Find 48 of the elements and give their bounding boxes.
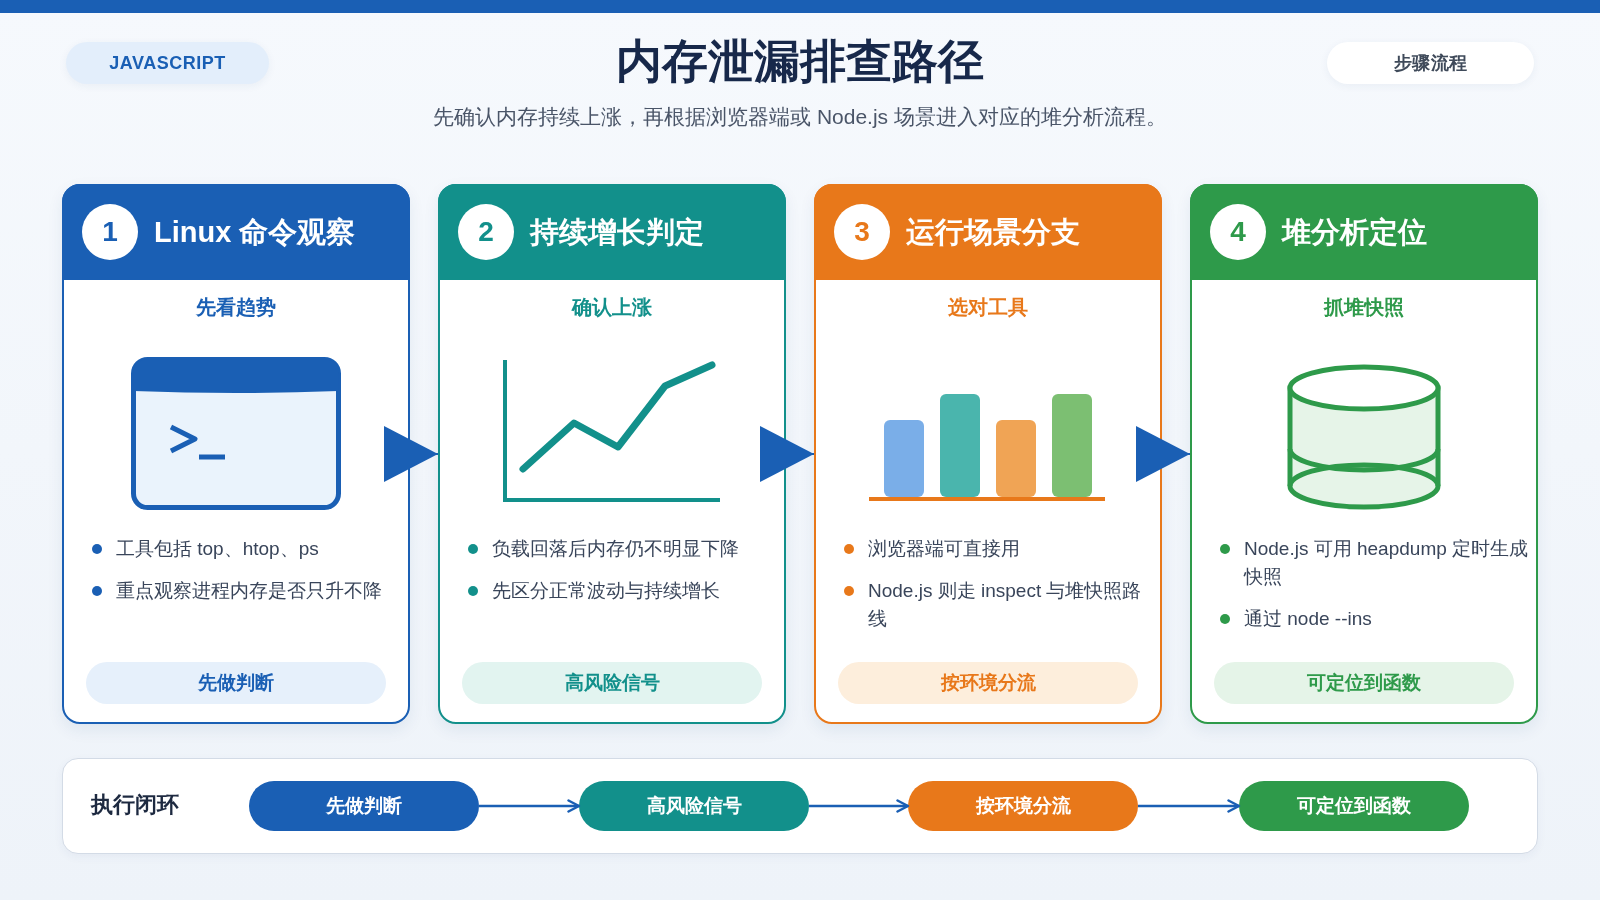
- arrow: [479, 799, 581, 813]
- summary-panel: [62, 758, 1538, 854]
- flow-step: 高风险信号: [579, 781, 809, 831]
- bullet-text: Node.js 则走 inspect 与堆快照路线: [868, 579, 1143, 631]
- flow-step: 可定位到函数: [1239, 781, 1469, 831]
- arrow: [809, 799, 910, 813]
- card-title: 持续增长判定: [530, 215, 704, 250]
- language-tag: JAVASCRIPT: [66, 42, 269, 84]
- card-header: [814, 184, 1162, 280]
- result-tag: 高风险信号: [462, 662, 762, 704]
- step-card: [1190, 184, 1538, 724]
- bullet-text: 重点观察进程内存是否只升不降: [116, 579, 383, 603]
- arrow: [1136, 426, 1191, 482]
- step-number: 3: [834, 204, 890, 260]
- step-number: 1: [82, 204, 138, 260]
- arrow: [1138, 799, 1241, 813]
- card-header: [438, 184, 786, 280]
- flow-step: 按环境分流: [908, 781, 1138, 831]
- card-title: Linux 命令观察: [154, 215, 356, 250]
- card-subtitle: 抓堆快照: [1324, 295, 1404, 320]
- bullet-text: 通过 node --ins: [1244, 607, 1373, 631]
- step-card: [438, 184, 786, 724]
- section-tag: 步骤流程: [1327, 42, 1534, 84]
- card-subtitle: 选对工具: [948, 295, 1028, 320]
- card-subtitle: 先看趋势: [196, 295, 276, 320]
- flow-step: 先做判断: [249, 781, 479, 831]
- bullet-text: 浏览器端可直接用: [868, 537, 1021, 561]
- step-number: 4: [1210, 204, 1266, 260]
- step-card: [62, 184, 410, 724]
- result-tag: 可定位到函数: [1214, 662, 1514, 704]
- bullet-text: 负载回落后内存仍不明显下降: [492, 537, 740, 561]
- step-card: [814, 184, 1162, 724]
- step-number: 2: [458, 204, 514, 260]
- card-title: 堆分析定位: [1282, 215, 1427, 250]
- card-subtitle: 确认上涨: [572, 295, 652, 320]
- card-title: 运行场景分支: [906, 215, 1080, 250]
- result-tag: 先做判断: [86, 662, 386, 704]
- bullet-text: 先区分正常波动与持续增长: [492, 579, 721, 603]
- card-header: [1190, 184, 1538, 280]
- card-header: [62, 184, 410, 280]
- result-tag: 按环境分流: [838, 662, 1138, 704]
- bullet-text: Node.js 可用 heapdump 定时生成快照: [1244, 537, 1530, 589]
- arrow: [760, 426, 815, 482]
- panel-title: 执行闭环: [91, 791, 179, 819]
- subtitle: 先确认内存持续上涨，再根据浏览器端或 Node.js 场景进入对应的堆分析流程。: [433, 104, 1167, 130]
- arrow: [384, 426, 439, 482]
- bullet-text: 工具包括 top、htop、ps: [116, 537, 320, 561]
- page-title: 内存泄漏排查路径: [616, 34, 984, 89]
